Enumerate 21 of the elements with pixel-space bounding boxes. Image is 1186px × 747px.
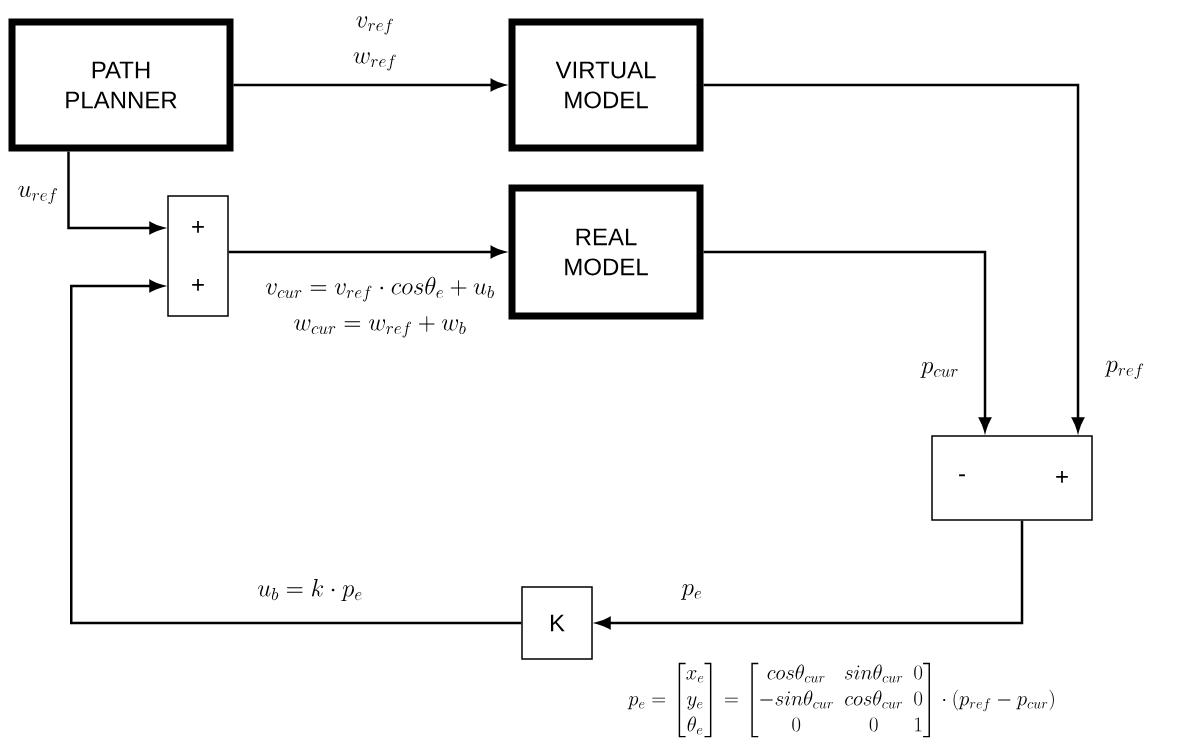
edge-label: $u_{ref}$: [16, 185, 60, 205]
process-box: VIRTUAL MODEL: [508, 18, 704, 152]
comparator-block: - +: [931, 435, 1093, 521]
arrow: [703, 83, 1085, 432]
edge-label: $\begin{array}{c}v_{ref}\\w_{ref}\end{array}$: [347, 1, 403, 75]
process-box: REAL MODEL: [508, 184, 704, 320]
edge-label: $p_{cur}$: [920, 361, 960, 379]
edge-label: $p_{ref}$: [1104, 360, 1146, 380]
edge-label: $\begin{array}{c}v_{cur}=v_{ref}\cdot cos\theta_{e}+u_{b}\\w_{cur}=w_{ref}+w_{b}\end{array}$: [259, 268, 501, 342]
formula: $p_{e}=\begin{bmatrix}x_{e}\\y_{e}\\\theta_{e}\end{bmatrix}=\begin{bmatrix}cos\theta_{cur} & sin\theta_{cur} & 0\\-sin\theta_{cur} & cos\theta_{cur} & 0\\0 & 0 & 1\end{bmatrix}\cdot\left(p_{ref}-p_{cur}\right)$: [627, 662, 1054, 738]
process-box: PATH PLANNER: [8, 18, 234, 152]
arrow: [596, 520, 1024, 630]
gain-block: K: [521, 586, 593, 660]
arrow: [703, 250, 992, 432]
arrow: [67, 151, 164, 235]
arrow: [228, 245, 505, 259]
arrow: [70, 279, 522, 625]
arrow: [233, 78, 505, 92]
summing-block: + +: [167, 195, 229, 317]
edge-label: $u_{b}=k\cdot p_{e}$: [256, 577, 364, 603]
edge-label: $p_{e}$: [680, 583, 704, 601]
